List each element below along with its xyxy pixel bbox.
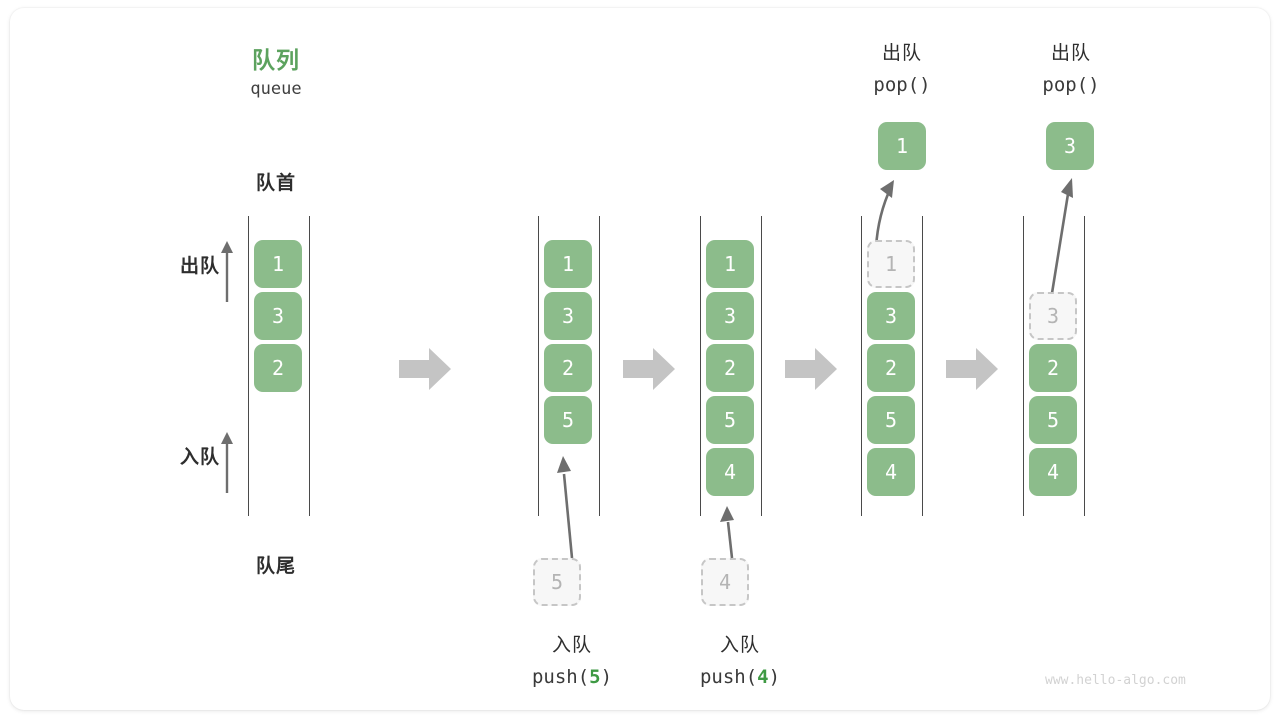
queue-rail-left — [538, 216, 539, 516]
queue-rail-left — [861, 216, 862, 516]
step-arrow — [946, 348, 998, 390]
push-code-arg: 5 — [589, 666, 601, 688]
queue-node: 1 — [544, 240, 592, 288]
push-code-suffix: ) — [600, 666, 613, 688]
pop-header-code: pop() — [1042, 74, 1100, 96]
queue-node: 3 — [867, 292, 915, 340]
push-caption-cn: 入队 — [551, 635, 592, 656]
queue-rail-right — [309, 216, 310, 516]
queue-node: 5 — [1029, 396, 1077, 444]
push-code-prefix: push( — [531, 666, 590, 688]
push-caption-code: push(5) — [492, 666, 652, 688]
queue-node: 3 — [544, 292, 592, 340]
rear-label: 队尾 — [255, 556, 296, 577]
queue-node: 3 — [706, 292, 754, 340]
push-code-suffix: ) — [768, 666, 781, 688]
dequeue-direction-arrow — [217, 240, 237, 302]
queue-rail-right — [599, 216, 600, 516]
queue-rail-right — [922, 216, 923, 516]
enqueue-label: 入队 — [179, 447, 220, 468]
pop-header-code: pop() — [873, 74, 931, 96]
queue-node: 4 — [1029, 448, 1077, 496]
diagram-card: 队列 queue 队首 队尾 出队 入队 1 3 2 1 3 2 5 5 — [10, 8, 1270, 710]
queue-rail-right — [761, 216, 762, 516]
queue-node: 4 — [867, 448, 915, 496]
queue-node: 5 — [544, 396, 592, 444]
queue-node: 4 — [706, 448, 754, 496]
popped-node: 1 — [878, 122, 926, 170]
incoming-ghost-node: 4 — [701, 558, 749, 606]
queue-node: 2 — [544, 344, 592, 392]
queue-rail-left — [248, 216, 249, 516]
front-label: 队首 — [255, 173, 296, 194]
queue-node: 2 — [706, 344, 754, 392]
diagram-title-cn: 队列 — [252, 47, 300, 73]
queue-rail-right — [1084, 216, 1085, 516]
enqueue-direction-arrow — [217, 431, 237, 493]
queue-node: 2 — [867, 344, 915, 392]
queue-rail-left — [700, 216, 701, 516]
step-arrow — [399, 348, 451, 390]
queue-node: 5 — [867, 396, 915, 444]
queue-node: 1 — [706, 240, 754, 288]
queue-node: 1 — [254, 240, 302, 288]
push-code-prefix: push( — [699, 666, 758, 688]
incoming-ghost-node: 5 — [533, 558, 581, 606]
popped-node: 3 — [1046, 122, 1094, 170]
watermark: www.hello-algo.com — [1045, 673, 1186, 688]
push-arrow — [546, 448, 586, 559]
queue-node: 3 — [254, 292, 302, 340]
push-caption-code: push(4) — [660, 666, 820, 688]
step-arrow — [785, 348, 837, 390]
queue-node: 2 — [254, 344, 302, 392]
queue-node: 5 — [706, 396, 754, 444]
step-arrow — [623, 348, 675, 390]
dequeue-label: 出队 — [179, 256, 220, 277]
diagram-title-en: queue — [250, 79, 302, 99]
pop-header-cn: 出队 — [1050, 43, 1091, 64]
push-caption-cn: 入队 — [719, 635, 760, 656]
push-code-arg: 4 — [757, 666, 769, 688]
queue-node: 1 — [867, 240, 915, 288]
queue-rail-left — [1023, 216, 1024, 516]
push-arrow — [710, 500, 750, 559]
queue-node: 3 — [1029, 292, 1077, 340]
pop-header-cn: 出队 — [881, 43, 922, 64]
queue-node: 2 — [1029, 344, 1077, 392]
